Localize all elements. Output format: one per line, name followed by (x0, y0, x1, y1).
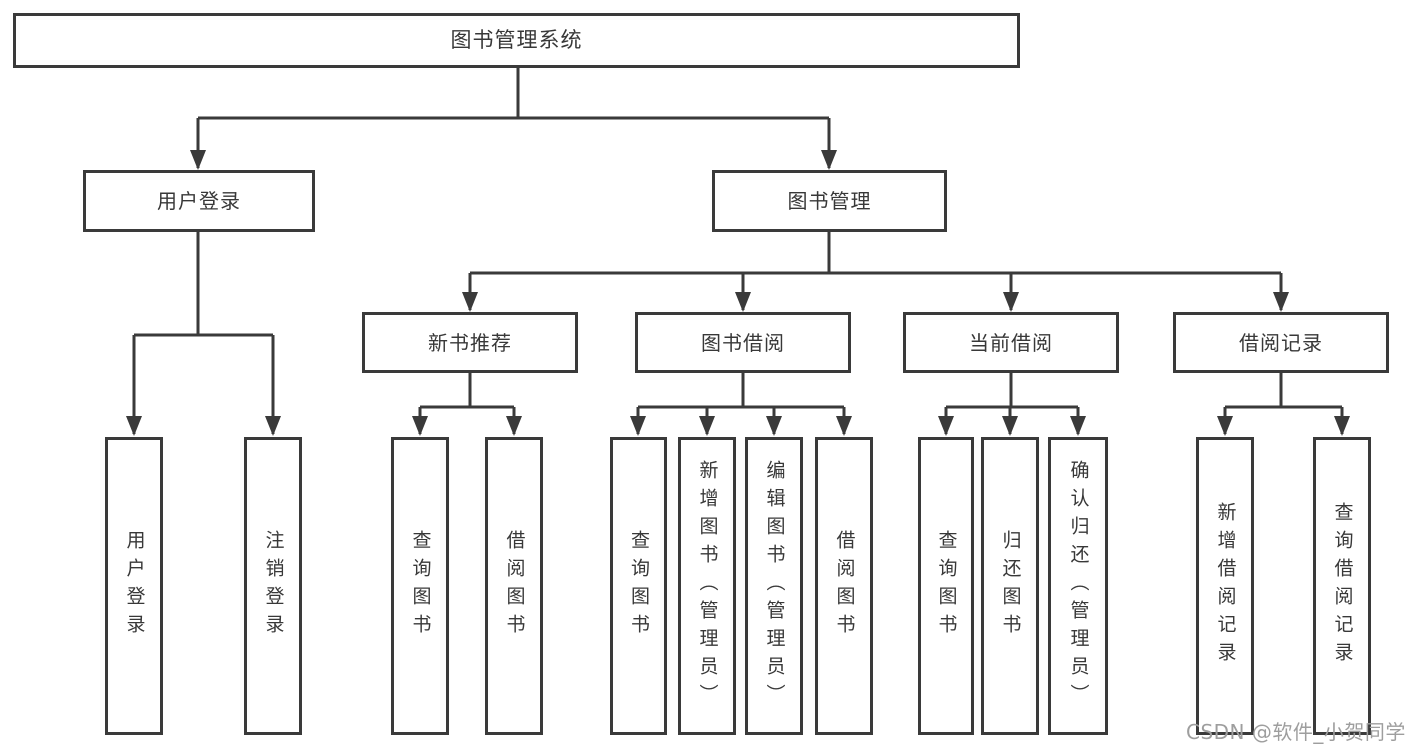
leaf-borrow-books-recommend: 借阅图书 (485, 437, 543, 735)
node-user-login: 用户登录 (83, 170, 315, 232)
node-current-borrowing: 当前借阅 (903, 312, 1119, 373)
leaf-return-books: 归还图书 (981, 437, 1039, 735)
node-book-borrowing: 图书借阅 (635, 312, 851, 373)
leaf-user-login: 用户登录 (105, 437, 163, 735)
node-new-book-recommend: 新书推荐 (362, 312, 578, 373)
node-borrowing-records: 借阅记录 (1173, 312, 1389, 373)
leaf-logout: 注销登录 (244, 437, 302, 735)
leaf-add-books-admin: 新增图书（管理员） (678, 437, 736, 735)
leaf-query-borrow-record: 查询借阅记录 (1313, 437, 1371, 735)
connector-book-management-trunk (470, 232, 1281, 275)
connector-root-trunk (198, 68, 829, 120)
connector-current-borrowing-trunk (946, 373, 1078, 409)
connector-user-login-trunk (134, 232, 273, 337)
leaf-query-books-current: 查询图书 (918, 437, 974, 735)
connector-book-borrowing-trunk (638, 373, 844, 409)
leaf-query-books-borrowing: 查询图书 (610, 437, 667, 735)
leaf-query-books-recommend: 查询图书 (391, 437, 449, 735)
leaf-add-borrow-record: 新增借阅记录 (1196, 437, 1254, 735)
csdn-watermark: CSDN @软件_小贺同学 (1186, 720, 1405, 744)
node-library-system: 图书管理系统 (13, 13, 1020, 68)
connector-new-book-recommend-trunk (420, 373, 514, 409)
leaf-borrow-books-borrowing: 借阅图书 (815, 437, 873, 735)
leaf-edit-books-admin: 编辑图书（管理员） (745, 437, 803, 735)
connector-borrowing-records-trunk (1225, 373, 1342, 409)
leaf-confirm-return-admin: 确认归还（管理员） (1048, 437, 1108, 735)
node-book-management: 图书管理 (712, 170, 947, 232)
